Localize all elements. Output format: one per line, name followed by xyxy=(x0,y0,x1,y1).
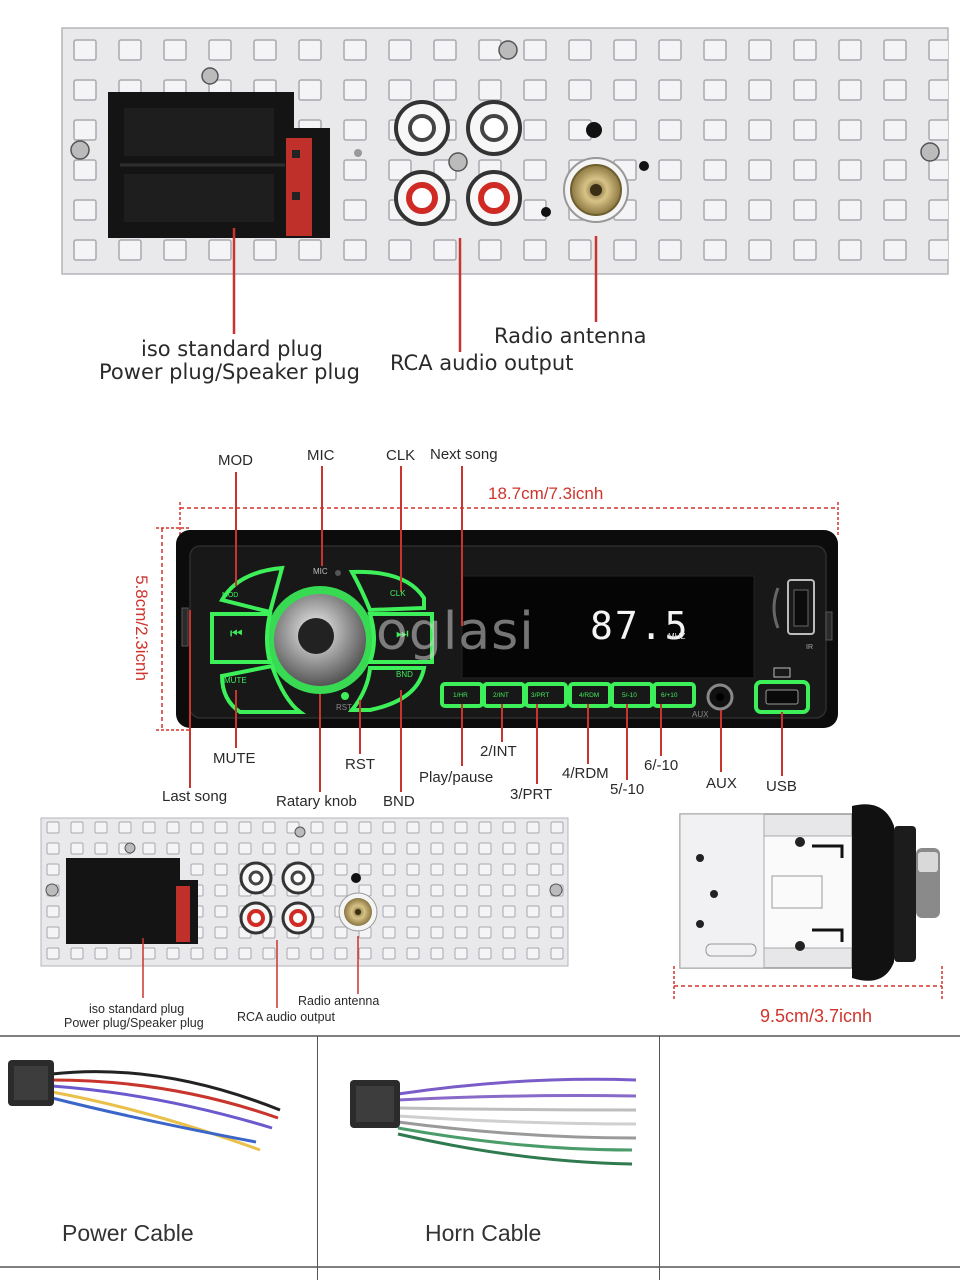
small-power-speaker-plug-label: Power plug/Speaker plug xyxy=(64,1016,204,1030)
preset-4: 4/RDM xyxy=(579,692,600,699)
callout-4-rdm: 4/RDM xyxy=(562,765,609,782)
height-dimension: 5.8cm/2.3icnh xyxy=(131,575,151,681)
callout-3-prt: 3/PRT xyxy=(510,786,553,803)
panel-text-bnd: BND xyxy=(396,670,413,679)
callout-last-song: Last song xyxy=(162,788,228,805)
horn-cable-art xyxy=(350,1077,637,1166)
callout-5-minus10: 5/-10 xyxy=(610,781,645,798)
rca-jacks-large xyxy=(394,100,522,226)
small-rca-output-label: RCA audio output xyxy=(237,1010,335,1024)
panel-text-clk: CLK xyxy=(390,589,406,598)
power-cable-caption: Power Cable xyxy=(62,1220,194,1246)
preset-5: 5/-10 xyxy=(622,692,637,699)
preset-2: 2/INT xyxy=(493,692,509,699)
iso-plug-label: iso standard plug xyxy=(141,337,323,361)
power-speaker-plug-label: Power plug/Speaker plug xyxy=(99,360,360,384)
width-dimension: 18.7cm/7.3icnh xyxy=(488,484,604,503)
display-frequency: 87.5 xyxy=(590,604,690,648)
rear-panel-small xyxy=(40,817,569,1008)
side-view xyxy=(673,804,943,1000)
radio-antenna-label: Radio antenna xyxy=(494,324,647,348)
callout-mod: MOD xyxy=(218,452,253,469)
small-radio-antenna-label: Radio antenna xyxy=(298,994,380,1008)
small-iso-plug-label: iso standard plug xyxy=(89,1002,185,1016)
panel-text-aux: AUX xyxy=(692,710,709,719)
antenna-jack-large xyxy=(541,122,649,223)
preset-6: 6/+10 xyxy=(661,692,678,699)
preset-3: 3/PRT xyxy=(531,692,550,699)
callout-2-int: 2/INT xyxy=(480,743,517,760)
prev-icon: ⏮ xyxy=(230,625,243,641)
preset-1: 1/HR xyxy=(453,692,468,699)
power-cable-art xyxy=(8,1060,281,1152)
rear-panel-large xyxy=(61,27,949,352)
panel-text-rst: RST xyxy=(336,703,352,712)
power-cable-cell: Power Cable xyxy=(0,1036,318,1280)
callout-aux: AUX xyxy=(706,775,737,792)
callout-clk: CLK xyxy=(386,447,416,464)
empty-cell xyxy=(660,1036,960,1280)
panel-text-mic: MIC xyxy=(313,567,328,576)
callout-rst: RST xyxy=(345,756,375,773)
callout-mic: MIC xyxy=(307,447,335,464)
front-panel xyxy=(156,466,839,792)
panel-text-mod: MOD xyxy=(222,592,239,599)
depth-dimension: 9.5cm/3.7icnh xyxy=(760,1006,873,1026)
callout-mute: MUTE xyxy=(213,750,256,767)
watermark: oglasi xyxy=(376,602,535,662)
panel-text-mute: MUTE xyxy=(224,676,247,685)
callout-bnd: BND xyxy=(383,793,415,810)
callout-next-song: Next song xyxy=(430,446,498,463)
horn-cable-caption: Horn Cable xyxy=(425,1220,542,1246)
iso-connector-large xyxy=(108,92,330,238)
horn-cable-cell: Horn Cable xyxy=(318,1036,660,1280)
callout-6-plus10: 6/-10 xyxy=(644,757,679,774)
rca-output-label: RCA audio output xyxy=(390,351,574,375)
callout-rotary-knob: Ratary knob xyxy=(276,793,357,810)
callout-play-pause: Play/pause xyxy=(419,769,494,786)
next-icon: ⏭ xyxy=(396,625,409,641)
display-unit: MHZ xyxy=(668,632,686,641)
callout-usb: USB xyxy=(766,778,797,795)
panel-text-ir: IR xyxy=(806,644,813,651)
